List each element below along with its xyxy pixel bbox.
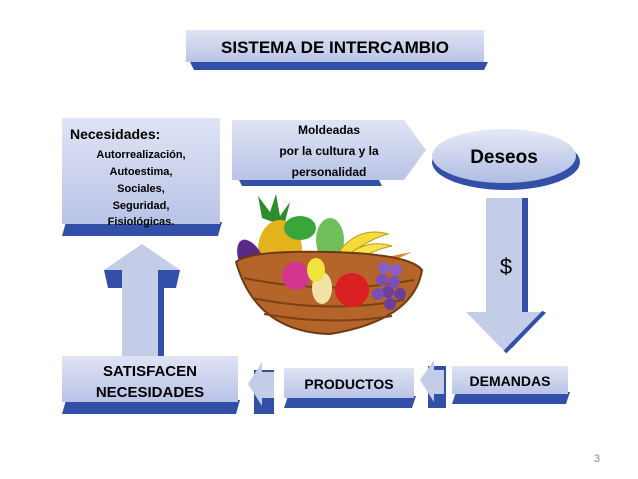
products-box: PRODUCTOS [284,368,416,408]
left-arrow-1 [248,362,274,414]
needs-item: Autorrealización, [96,149,185,161]
needs-box: Necesidades: Autorrealización, Autoestim… [62,118,222,236]
needs-item: Sociales, [117,183,165,195]
money-arrow-down: $ [466,198,546,354]
desires-text: Deseos [470,147,538,168]
shaped-line: por la cultura y la [279,144,379,158]
fruit-basket-illustration [234,194,424,336]
shaped-arrow: Moldeadas por la cultura y la personalid… [232,120,426,186]
satisfy-box: SATISFACEN NECESIDADES [62,356,240,414]
products-text: PRODUCTOS [304,376,393,392]
needs-heading: Necesidades: [70,126,160,142]
left-arrow-2 [420,360,446,408]
satisfy-line: SATISFACEN [103,363,197,380]
demands-text: DEMANDAS [470,373,551,389]
shaped-line: personalidad [292,165,367,179]
needs-item: Seguridad, [113,200,170,212]
title-box: SISTEMA DE INTERCAMBIO [186,30,488,70]
money-symbol: $ [500,254,512,279]
page-number: 3 [594,453,600,465]
needs-item: Fisiológicas. [108,216,175,228]
up-arrow [104,244,180,360]
shaped-line: Moldeadas [298,123,360,137]
demands-box: DEMANDAS [452,366,570,404]
title-text: SISTEMA DE INTERCAMBIO [221,38,449,57]
desires-ellipse: Deseos [432,129,580,190]
satisfy-line: NECESIDADES [96,384,204,401]
needs-item: Autoestima, [110,166,173,178]
